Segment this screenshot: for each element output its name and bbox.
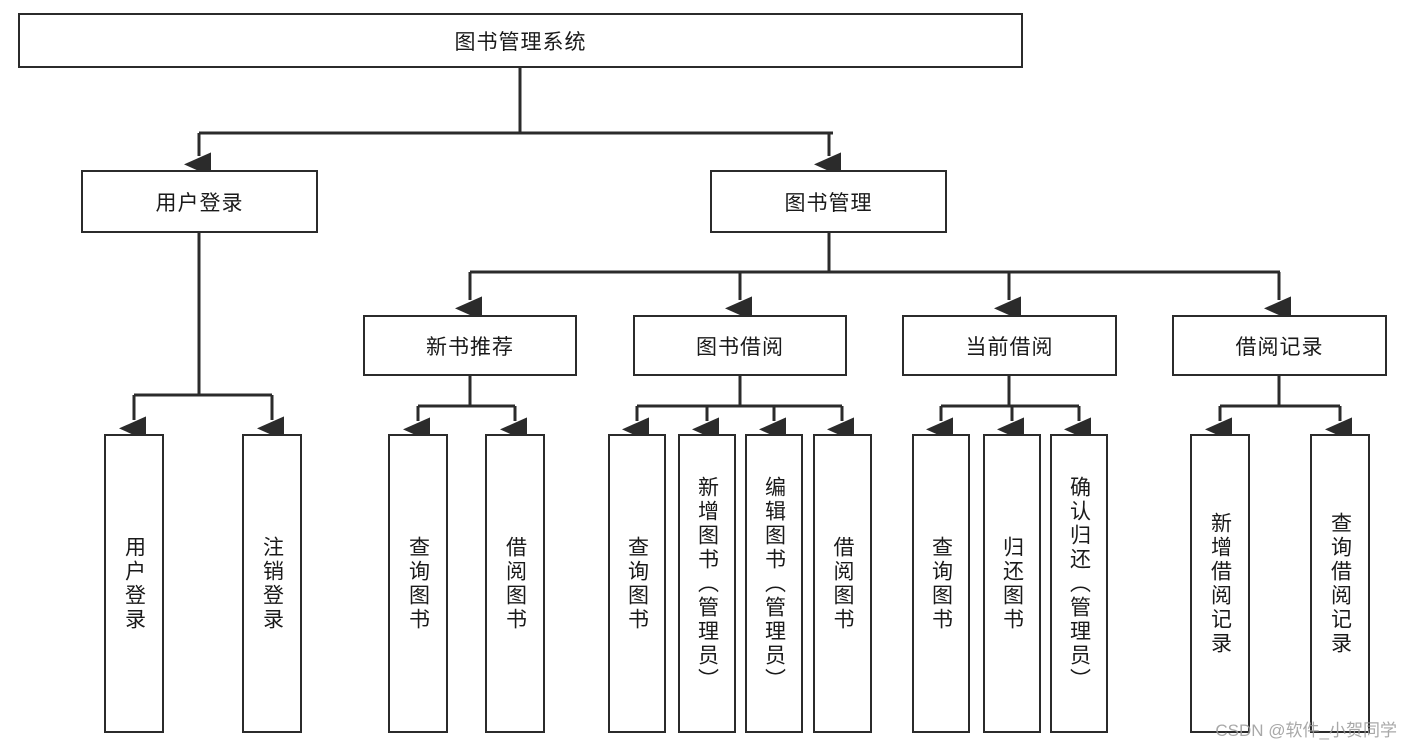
- node-label: 确认归还（管理员）: [1067, 475, 1091, 692]
- node-label: 新增借阅记录: [1208, 511, 1232, 656]
- node-leaf-add-book-admin[interactable]: 新增图书（管理员）: [678, 434, 736, 733]
- node-label: 编辑图书（管理员）: [762, 475, 786, 692]
- node-root-label: 图书管理系统: [454, 30, 587, 54]
- node-leaf-query-book-current[interactable]: 查询图书: [912, 434, 970, 733]
- node-label: 当前借阅: [965, 335, 1054, 359]
- node-level3-borrow-record[interactable]: 借阅记录: [1172, 315, 1387, 376]
- node-label: 新书推荐: [426, 335, 514, 359]
- node-level3-current-borrow[interactable]: 当前借阅: [902, 315, 1117, 376]
- node-level3-new-book-recommend[interactable]: 新书推荐: [363, 315, 577, 376]
- node-label: 归还图书: [1000, 535, 1024, 632]
- node-label: 查询借阅记录: [1328, 511, 1352, 656]
- node-leaf-logout[interactable]: 注销登录: [242, 434, 302, 733]
- watermark-text: CSDN @软件_小贺同学: [1215, 721, 1397, 740]
- node-label: 借阅图书: [831, 535, 854, 632]
- node-leaf-query-borrow-record[interactable]: 查询借阅记录: [1310, 434, 1370, 733]
- node-leaf-return-book[interactable]: 归还图书: [983, 434, 1041, 733]
- node-leaf-query-book-borrow[interactable]: 查询图书: [608, 434, 666, 733]
- node-leaf-user-login[interactable]: 用户登录: [104, 434, 164, 733]
- node-leaf-lend-book[interactable]: 借阅图书: [813, 434, 872, 733]
- node-level2-user-login[interactable]: 用户登录: [81, 170, 318, 233]
- node-label: 查询图书: [625, 535, 649, 632]
- node-label: 用户登录: [155, 191, 244, 215]
- node-label: 借阅图书: [503, 535, 527, 632]
- node-leaf-borrow-book-newbook[interactable]: 借阅图书: [485, 434, 545, 733]
- node-level2-book-management[interactable]: 图书管理: [710, 170, 947, 233]
- node-label: 注销登录: [260, 535, 284, 632]
- node-label: 查询图书: [929, 535, 953, 632]
- node-level3-book-borrow[interactable]: 图书借阅: [633, 315, 847, 376]
- node-leaf-add-borrow-record[interactable]: 新增借阅记录: [1190, 434, 1250, 733]
- node-leaf-query-book-newbook[interactable]: 查询图书: [388, 434, 448, 733]
- node-label: 借阅记录: [1235, 335, 1324, 359]
- node-leaf-edit-book-admin[interactable]: 编辑图书（管理员）: [745, 434, 803, 733]
- node-label: 图书管理: [784, 191, 873, 215]
- node-leaf-confirm-return-admin[interactable]: 确认归还（管理员）: [1050, 434, 1108, 733]
- node-label: 图书借阅: [696, 335, 784, 359]
- node-label: 新增图书（管理员）: [695, 475, 719, 692]
- node-root[interactable]: 图书管理系统: [18, 13, 1023, 68]
- node-label: 查询图书: [406, 535, 430, 632]
- node-label: 用户登录: [122, 535, 146, 632]
